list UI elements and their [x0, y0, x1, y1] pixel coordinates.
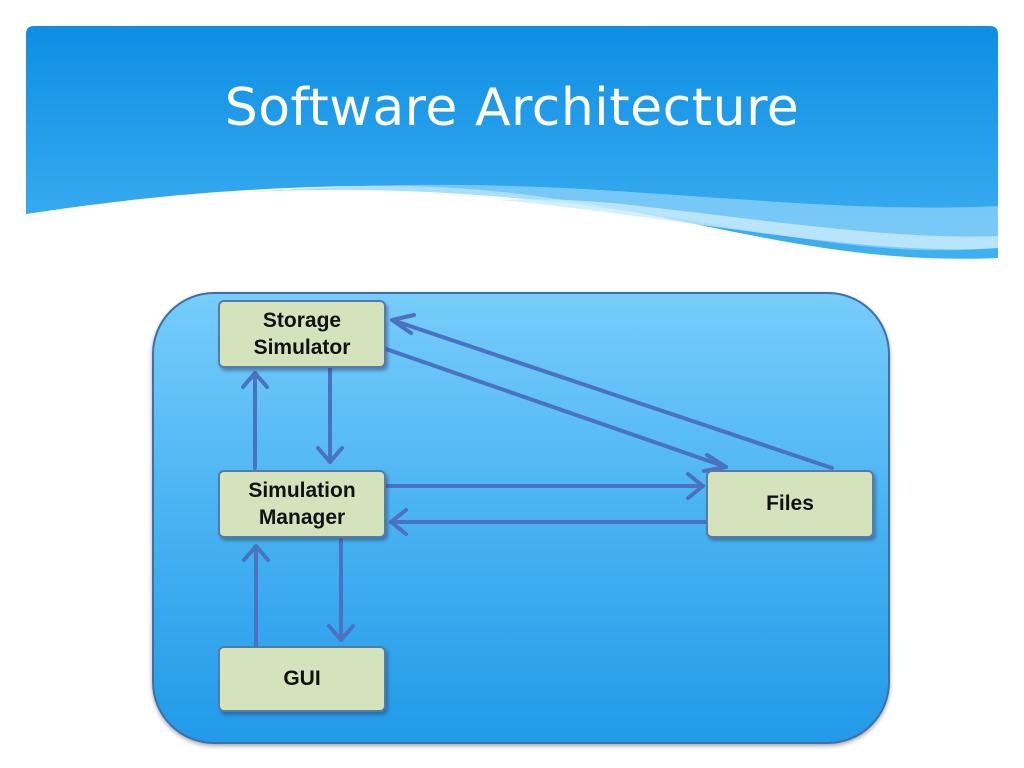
arrow-manager-to-files	[384, 472, 705, 500]
arrow-storage-to-manager	[316, 366, 344, 464]
node-simulation-manager: Simulation Manager	[218, 470, 386, 538]
arrow-manager-to-storage	[241, 371, 269, 470]
arrow-gui-to-manager	[242, 544, 270, 648]
node-gui-label: GUI	[283, 667, 321, 691]
node-storage-simulator: Storage Simulator	[218, 300, 386, 368]
slide-title: Software Architecture	[224, 78, 800, 138]
arrow-manager-to-gui	[327, 538, 355, 642]
arrow-files-to-storage	[390, 313, 834, 470]
node-gui: GUI	[218, 646, 386, 712]
header-banner	[26, 26, 998, 259]
node-files-label: Files	[766, 492, 814, 516]
node-files: Files	[706, 470, 874, 538]
header-wave-pale	[500, 199, 998, 250]
arrow-files-to-manager	[389, 508, 710, 536]
arrow-storage-to-files	[384, 347, 728, 473]
node-simulation-manager-label: Simulation Manager	[248, 478, 356, 529]
node-storage-simulator-label: Storage Simulator	[253, 308, 351, 359]
